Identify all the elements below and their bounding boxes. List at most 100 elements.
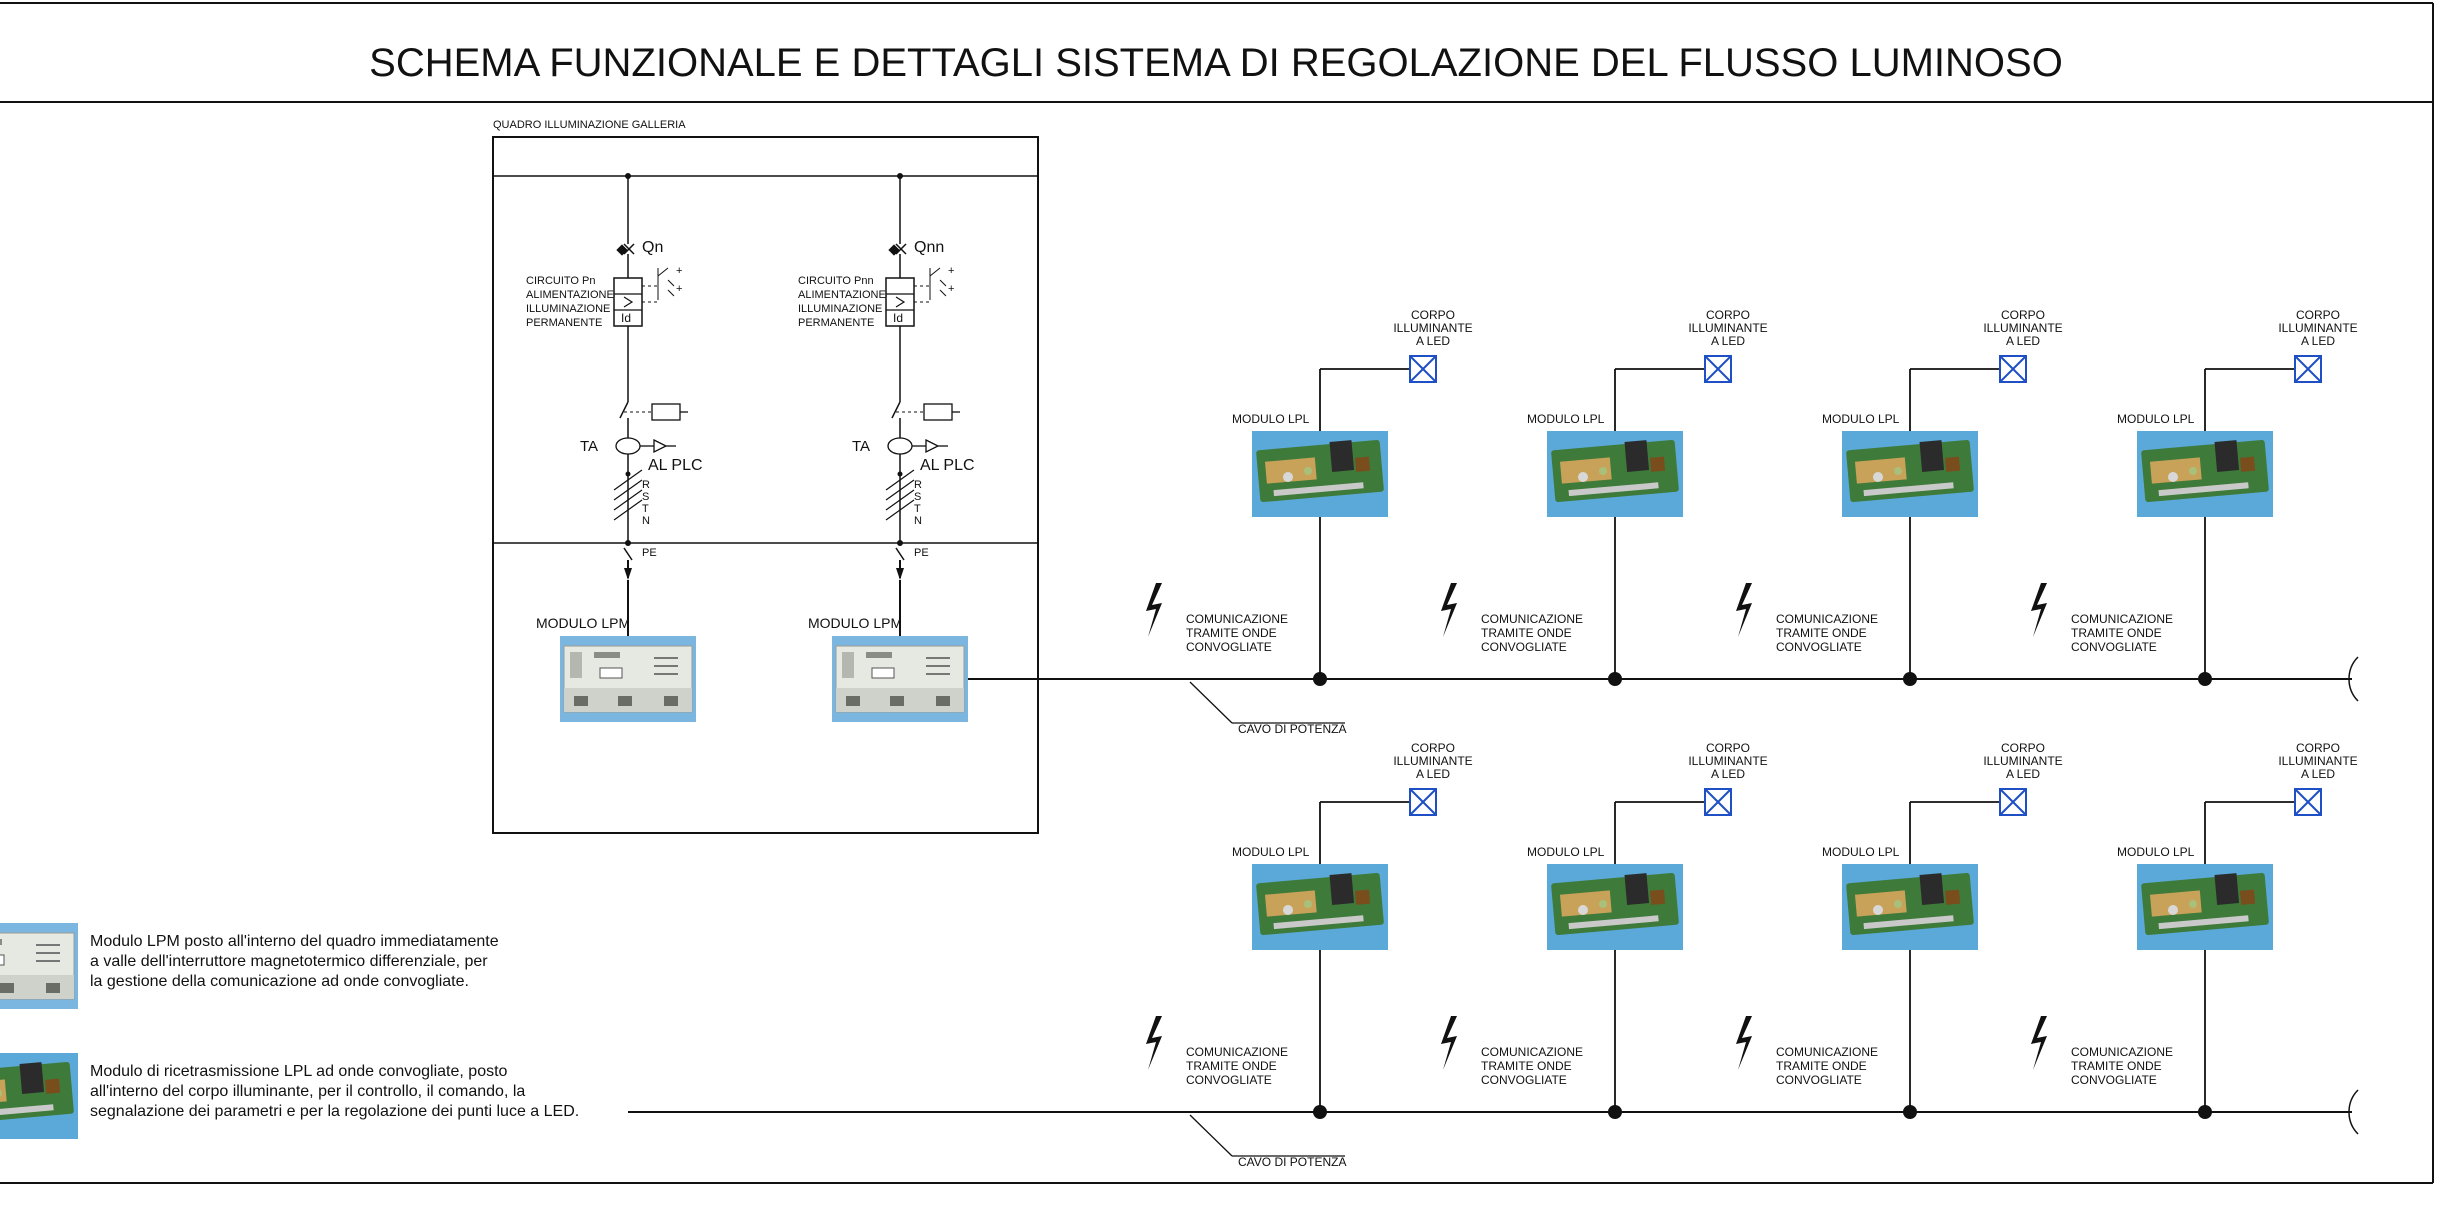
lightning-bolt-icon [1146,1016,1162,1070]
junction-dot [1903,672,1917,686]
circuit-desc-line: ALIMENTAZIONE [798,289,886,301]
legend-text-line: Modulo di ricetrasmissione LPL ad onde c… [90,1063,508,1080]
lpl-module-label: MODULO LPL [1232,412,1310,426]
lpm-module-photo [831,635,969,723]
breaker-label: Qn [642,239,663,256]
phase-label: S [642,491,649,503]
junction-dot [1313,1105,1327,1119]
fixture-label-line: ILLUMINANTE [1983,754,2062,768]
led-fixture-icon [1999,355,2027,383]
svg-text:+: + [948,265,954,277]
ta-label: TA [580,438,598,455]
lpl-module-photo [1547,864,1683,950]
lpl-module-photo [1547,431,1683,517]
breaker-label: Qnn [914,239,944,256]
lightning-bolt-icon [1736,583,1752,637]
junction-dot [1313,672,1327,686]
led-fixture-icon [1704,355,1732,383]
legend-text-line: la gestione della comunicazione ad onde … [90,973,469,990]
fixture-label-line: A LED [1711,334,1745,348]
comm-label-line: TRAMITE ONDE [1186,1059,1277,1073]
id-label: Id [621,311,631,325]
comm-label-line: CONVOGLIATE [1186,640,1272,654]
led-fixture-icon [2294,355,2322,383]
fixture-label-line: A LED [1711,767,1745,781]
led-fixture-icon [1999,788,2027,816]
led-fixture-icon [1704,788,1732,816]
lpm-module-photo [0,922,79,1010]
junction-dot [1608,1105,1622,1119]
phase-label: R [914,479,922,491]
lpl-module-photo [0,1053,78,1139]
circuit-desc-line: ALIMENTAZIONE [526,289,614,301]
svg-text:+: + [948,283,954,295]
phase-label: T [642,503,649,515]
fixture-label-line: ILLUMINANTE [1688,754,1767,768]
phase-label: S [914,491,921,503]
fixture-label-line: A LED [2301,767,2335,781]
fixture-label-line: A LED [1416,334,1450,348]
lightning-bolt-icon [2031,583,2047,637]
current-transformer-symbol [887,437,948,455]
id-label: Id [893,311,903,325]
lpm-module-label: MODULO LPM [808,615,902,631]
comm-label-line: COMUNICAZIONE [1481,1045,1583,1059]
comm-label-line: CONVOGLIATE [1776,1073,1862,1087]
panel-label: QUADRO ILLUMINAZIONE GALLERIA [493,119,686,131]
circuit-desc-line: PERMANENTE [526,317,602,329]
cable-label: CAVO DI POTENZA [1238,722,1346,736]
fixture-label-line: ILLUMINANTE [1983,321,2062,335]
fixture-label-line: ILLUMINANTE [2278,321,2357,335]
circuit-desc-line: ILLUMINAZIONE [526,303,610,315]
comm-label-line: TRAMITE ONDE [1186,626,1277,640]
comm-label-line: TRAMITE ONDE [1776,626,1867,640]
fixture-label-line: CORPO [2296,741,2340,755]
fixture-label-line: A LED [2006,334,2040,348]
ta-label: TA [852,438,870,455]
sheet-frame [0,2,2434,1184]
contactor-symbol [619,401,688,432]
lpl-module-photo [1252,864,1388,950]
lpl-module-label: MODULO LPL [1822,845,1900,859]
breaker-symbol [888,243,907,278]
fixture-label-line: CORPO [2001,308,2045,322]
breaker-symbol [616,243,635,278]
comm-label-line: TRAMITE ONDE [1481,626,1572,640]
pe-label: PE [914,547,929,559]
lpl-module-photo [1252,431,1388,517]
phase-label: N [642,515,650,527]
comm-label-line: CONVOGLIATE [1186,1073,1272,1087]
contactor-symbol [891,401,960,432]
led-fixture-icon [2294,788,2322,816]
fixture-label-line: CORPO [1706,308,1750,322]
circuit-desc-line: PERMANENTE [798,317,874,329]
fixture-label-line: CORPO [1411,741,1455,755]
junction-dot [1903,1105,1917,1119]
comm-label-line: CONVOGLIATE [1776,640,1862,654]
lightning-bolt-icon [1441,1016,1457,1070]
fixture-label-line: CORPO [2296,308,2340,322]
fixture-label-line: ILLUMINANTE [1393,321,1472,335]
diagram-title: SCHEMA FUNZIONALE E DETTAGLI SISTEMA DI … [369,41,2063,85]
legend-text-line: a valle dell'interruttore magnetotermico… [90,953,488,970]
line-break-mark [2348,1089,2359,1135]
circuit-desc-line: ILLUMINAZIONE [798,303,882,315]
junction-dot [2198,1105,2212,1119]
fixture-label-line: ILLUMINANTE [1688,321,1767,335]
fixture-label-line: ILLUMINANTE [2278,754,2357,768]
comm-label-line: TRAMITE ONDE [2071,626,2162,640]
panel-box [492,136,1039,834]
fixture-label-line: ILLUMINANTE [1393,754,1472,768]
lpl-module-label: MODULO LPL [1527,845,1605,859]
current-transformer-symbol [615,437,676,455]
lpm-module-label: MODULO LPM [536,615,630,631]
lightning-bolt-icon [1146,583,1162,637]
